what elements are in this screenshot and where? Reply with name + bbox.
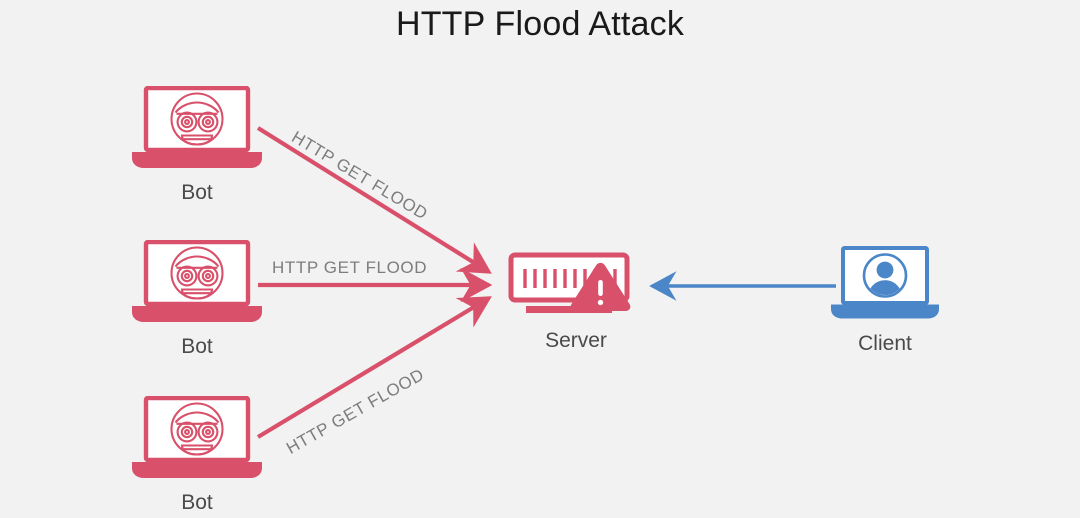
user-avatar-icon bbox=[862, 253, 908, 298]
server-warning-icon bbox=[508, 252, 631, 313]
node-label-bot-middle: Bot bbox=[181, 335, 213, 358]
bot-laptop-icon bbox=[132, 395, 262, 478]
node-server[interactable]: Server bbox=[508, 252, 643, 352]
warning-triangle-icon bbox=[570, 262, 631, 311]
bot-laptop-icon bbox=[132, 239, 262, 322]
node-label-server: Server bbox=[545, 329, 607, 352]
bot-laptop-icon bbox=[132, 85, 262, 168]
node-bot-middle[interactable]: Bot bbox=[132, 239, 262, 358]
page-title: HTTP Flood Attack bbox=[395, 5, 685, 43]
node-bot-bottom[interactable]: Bot bbox=[132, 395, 262, 514]
edge-bot-top-line bbox=[256, 126, 492, 274]
node-client[interactable]: Client bbox=[831, 246, 939, 355]
node-label-bot-top: Bot bbox=[181, 181, 213, 204]
edge-label-bot-middle: HTTP GET FLOOD bbox=[272, 258, 428, 277]
edge-bot-bottom-line bbox=[256, 296, 492, 439]
node-label-client: Client bbox=[858, 332, 912, 355]
node-bot-top[interactable]: Bot bbox=[132, 85, 262, 204]
client-laptop-user-icon bbox=[831, 246, 939, 319]
node-label-bot-bottom: Bot bbox=[181, 491, 213, 514]
